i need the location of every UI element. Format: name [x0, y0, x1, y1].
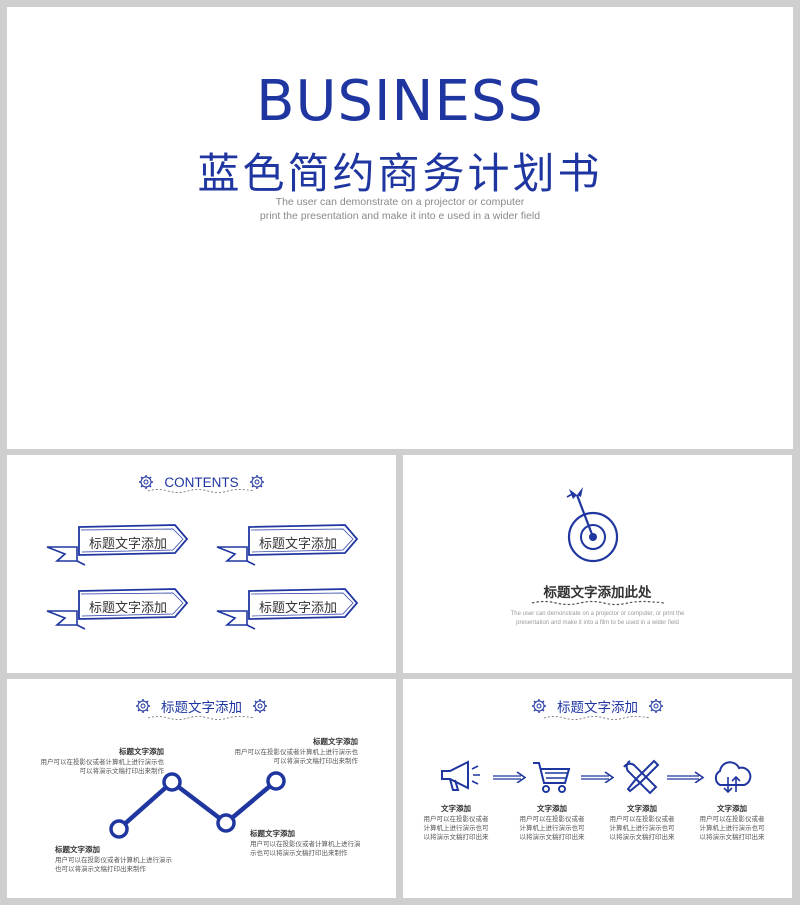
goal-desc-line-1: The user can demonstrate on a projector …: [510, 611, 685, 617]
process-line: 用户可以在投影仪或者: [699, 816, 765, 823]
slide-hero[interactable]: BUSINESS 蓝色简约商务计划书 The user can demonstr…: [7, 7, 793, 449]
shopping-cart-icon: [533, 762, 571, 793]
gear-icon: [136, 699, 150, 713]
contents-item-4[interactable]: 标题文字添加: [215, 585, 365, 633]
slide-steps[interactable]: 标题文字添加 标题文字添加 用户可以在投影仪或者计算机上进行演示也 可以将演示文…: [7, 679, 396, 898]
process-line: 计算机上进行演示也可: [423, 825, 489, 832]
goal-description: The user can demonstrate on a projector …: [403, 610, 792, 628]
contents-item-label: 标题文字添加: [88, 537, 167, 552]
goal-desc-line-2: presentation and make it into a film to …: [516, 620, 679, 626]
slide-process[interactable]: 标题文字添加: [403, 679, 792, 898]
contents-item-label: 标题文字添加: [258, 537, 337, 552]
process-item-3: 文字添加 用户可以在投影仪或者 计算机上进行演示也可 以将演示文稿打印出来: [605, 804, 679, 842]
step-title: 标题文字添加: [250, 829, 295, 838]
gear-icon: [532, 699, 546, 713]
process-item-1: 文字添加 用户可以在投影仪或者 计算机上进行演示也可 以将演示文稿打印出来: [419, 804, 493, 842]
step-line: 可以将演示文稿打印出来制作: [273, 758, 359, 765]
dashed-squiggle: [147, 489, 255, 493]
ribbon-shape: [216, 524, 359, 566]
step-block-4: 标题文字添加 用户可以在投影仪或者计算机上进行演 示也可以将演示文稿打印出来制作: [250, 829, 361, 858]
zigzag-line: [109, 771, 286, 839]
process-title: 文字添加: [717, 804, 747, 813]
contents-header-label: CONTENTS: [164, 474, 239, 490]
step-line: 用户可以在投影仪或者计算机上进行演示也: [40, 759, 165, 766]
hero-description: The user can demonstrate on a projector …: [7, 195, 793, 223]
ribbon-shape: [46, 588, 189, 630]
slide-goal[interactable]: 标题文字添加此处 The user can demonstrate on a p…: [403, 455, 792, 673]
steps-header-label: 标题文字添加: [161, 700, 242, 715]
contents-item-label: 标题文字添加: [88, 601, 167, 616]
hero-desc-line-1: The user can demonstrate on a projector …: [275, 196, 525, 208]
hero-desc-line-2: print the presentation and make it into …: [259, 210, 541, 222]
step-line: 也可以将演示文稿打印出来制作: [55, 866, 146, 873]
step-title: 标题文字添加: [313, 737, 358, 746]
ribbon-shape: [46, 524, 189, 566]
process-line: 计算机上进行演示也可: [519, 825, 585, 832]
step-line: 用户可以在投影仪或者计算机上进行演示: [55, 857, 172, 864]
process-line: 计算机上进行演示也可: [699, 825, 765, 832]
gear-icon: [253, 699, 267, 713]
dashed-squiggle: [543, 716, 651, 720]
step-node: [162, 772, 182, 792]
process-header: 标题文字添加: [403, 692, 792, 720]
arrow-right-icon: [667, 771, 705, 783]
step-line: 用户可以在投影仪或者计算机上进行演示也: [234, 749, 359, 756]
process-header-label: 标题文字添加: [557, 700, 638, 715]
contents-item-1[interactable]: 标题文字添加: [45, 521, 195, 569]
contents-item-label: 标题文字添加: [258, 601, 337, 616]
process-item-4: 文字添加 用户可以在投影仪或者 计算机上进行演示也可 以将演示文稿打印出来: [695, 804, 769, 842]
gear-icon: [249, 475, 264, 489]
megaphone-icon: [441, 760, 480, 791]
process-line: 以将演示文稿打印出来: [423, 834, 489, 841]
dashed-squiggle: [531, 600, 665, 606]
arrow-right-icon: [581, 771, 615, 783]
step-node: [266, 771, 286, 791]
hero-title: BUSINESS: [256, 69, 544, 134]
process-line: 用户可以在投影仪或者: [609, 816, 675, 823]
gear-icon: [649, 699, 663, 713]
contents-header: CONTENTS: [7, 468, 396, 496]
process-line: 计算机上进行演示也可: [609, 825, 675, 832]
process-line: 用户可以在投影仪或者: [423, 816, 489, 823]
ribbon-shape: [216, 588, 359, 630]
process-line: 以将演示文稿打印出来: [519, 834, 585, 841]
process-line: 以将演示文稿打印出来: [609, 834, 675, 841]
hero-subtitle: 蓝色简约商务计划书: [197, 149, 603, 198]
step-title: 标题文字添加: [119, 747, 164, 756]
slide-contents[interactable]: CONTENTS 标题文字添加 标题文字添加: [7, 455, 396, 673]
step-line: 示也可以将演示文稿打印出来制作: [250, 850, 348, 857]
process-title: 文字添加: [441, 804, 471, 813]
step-line: 用户可以在投影仪或者计算机上进行演: [250, 841, 361, 848]
step-line: 可以将演示文稿打印出来制作: [79, 768, 165, 775]
gear-icon: [139, 475, 154, 489]
process-item-2: 文字添加 用户可以在投影仪或者 计算机上进行演示也可 以将演示文稿打印出来: [515, 804, 589, 842]
contents-item-2[interactable]: 标题文字添加: [215, 521, 365, 569]
steps-header: 标题文字添加: [7, 692, 396, 720]
process-title: 文字添加: [627, 804, 657, 813]
step-node: [216, 813, 236, 833]
target-icon: [566, 487, 619, 563]
goal-title: 标题文字添加此处: [543, 585, 652, 601]
process-line: 以将演示文稿打印出来: [699, 834, 765, 841]
process-line: 用户可以在投影仪或者: [519, 816, 585, 823]
arrow-right-icon: [493, 771, 527, 783]
step-title: 标题文字添加: [55, 845, 100, 854]
tools-icon: [623, 759, 660, 795]
step-block-3: 标题文字添加 用户可以在投影仪或者计算机上进行演示 也可以将演示文稿打印出来制作: [55, 845, 172, 874]
step-node: [109, 819, 129, 839]
contents-item-3[interactable]: 标题文字添加: [45, 585, 195, 633]
step-block-1: 标题文字添加 用户可以在投影仪或者计算机上进行演示也 可以将演示文稿打印出来制作: [41, 747, 165, 776]
cloud-download-icon: [714, 761, 752, 794]
process-title: 文字添加: [537, 804, 567, 813]
step-block-2: 标题文字添加 用户可以在投影仪或者计算机上进行演示也 可以将演示文稿打印出来制作: [235, 737, 359, 766]
